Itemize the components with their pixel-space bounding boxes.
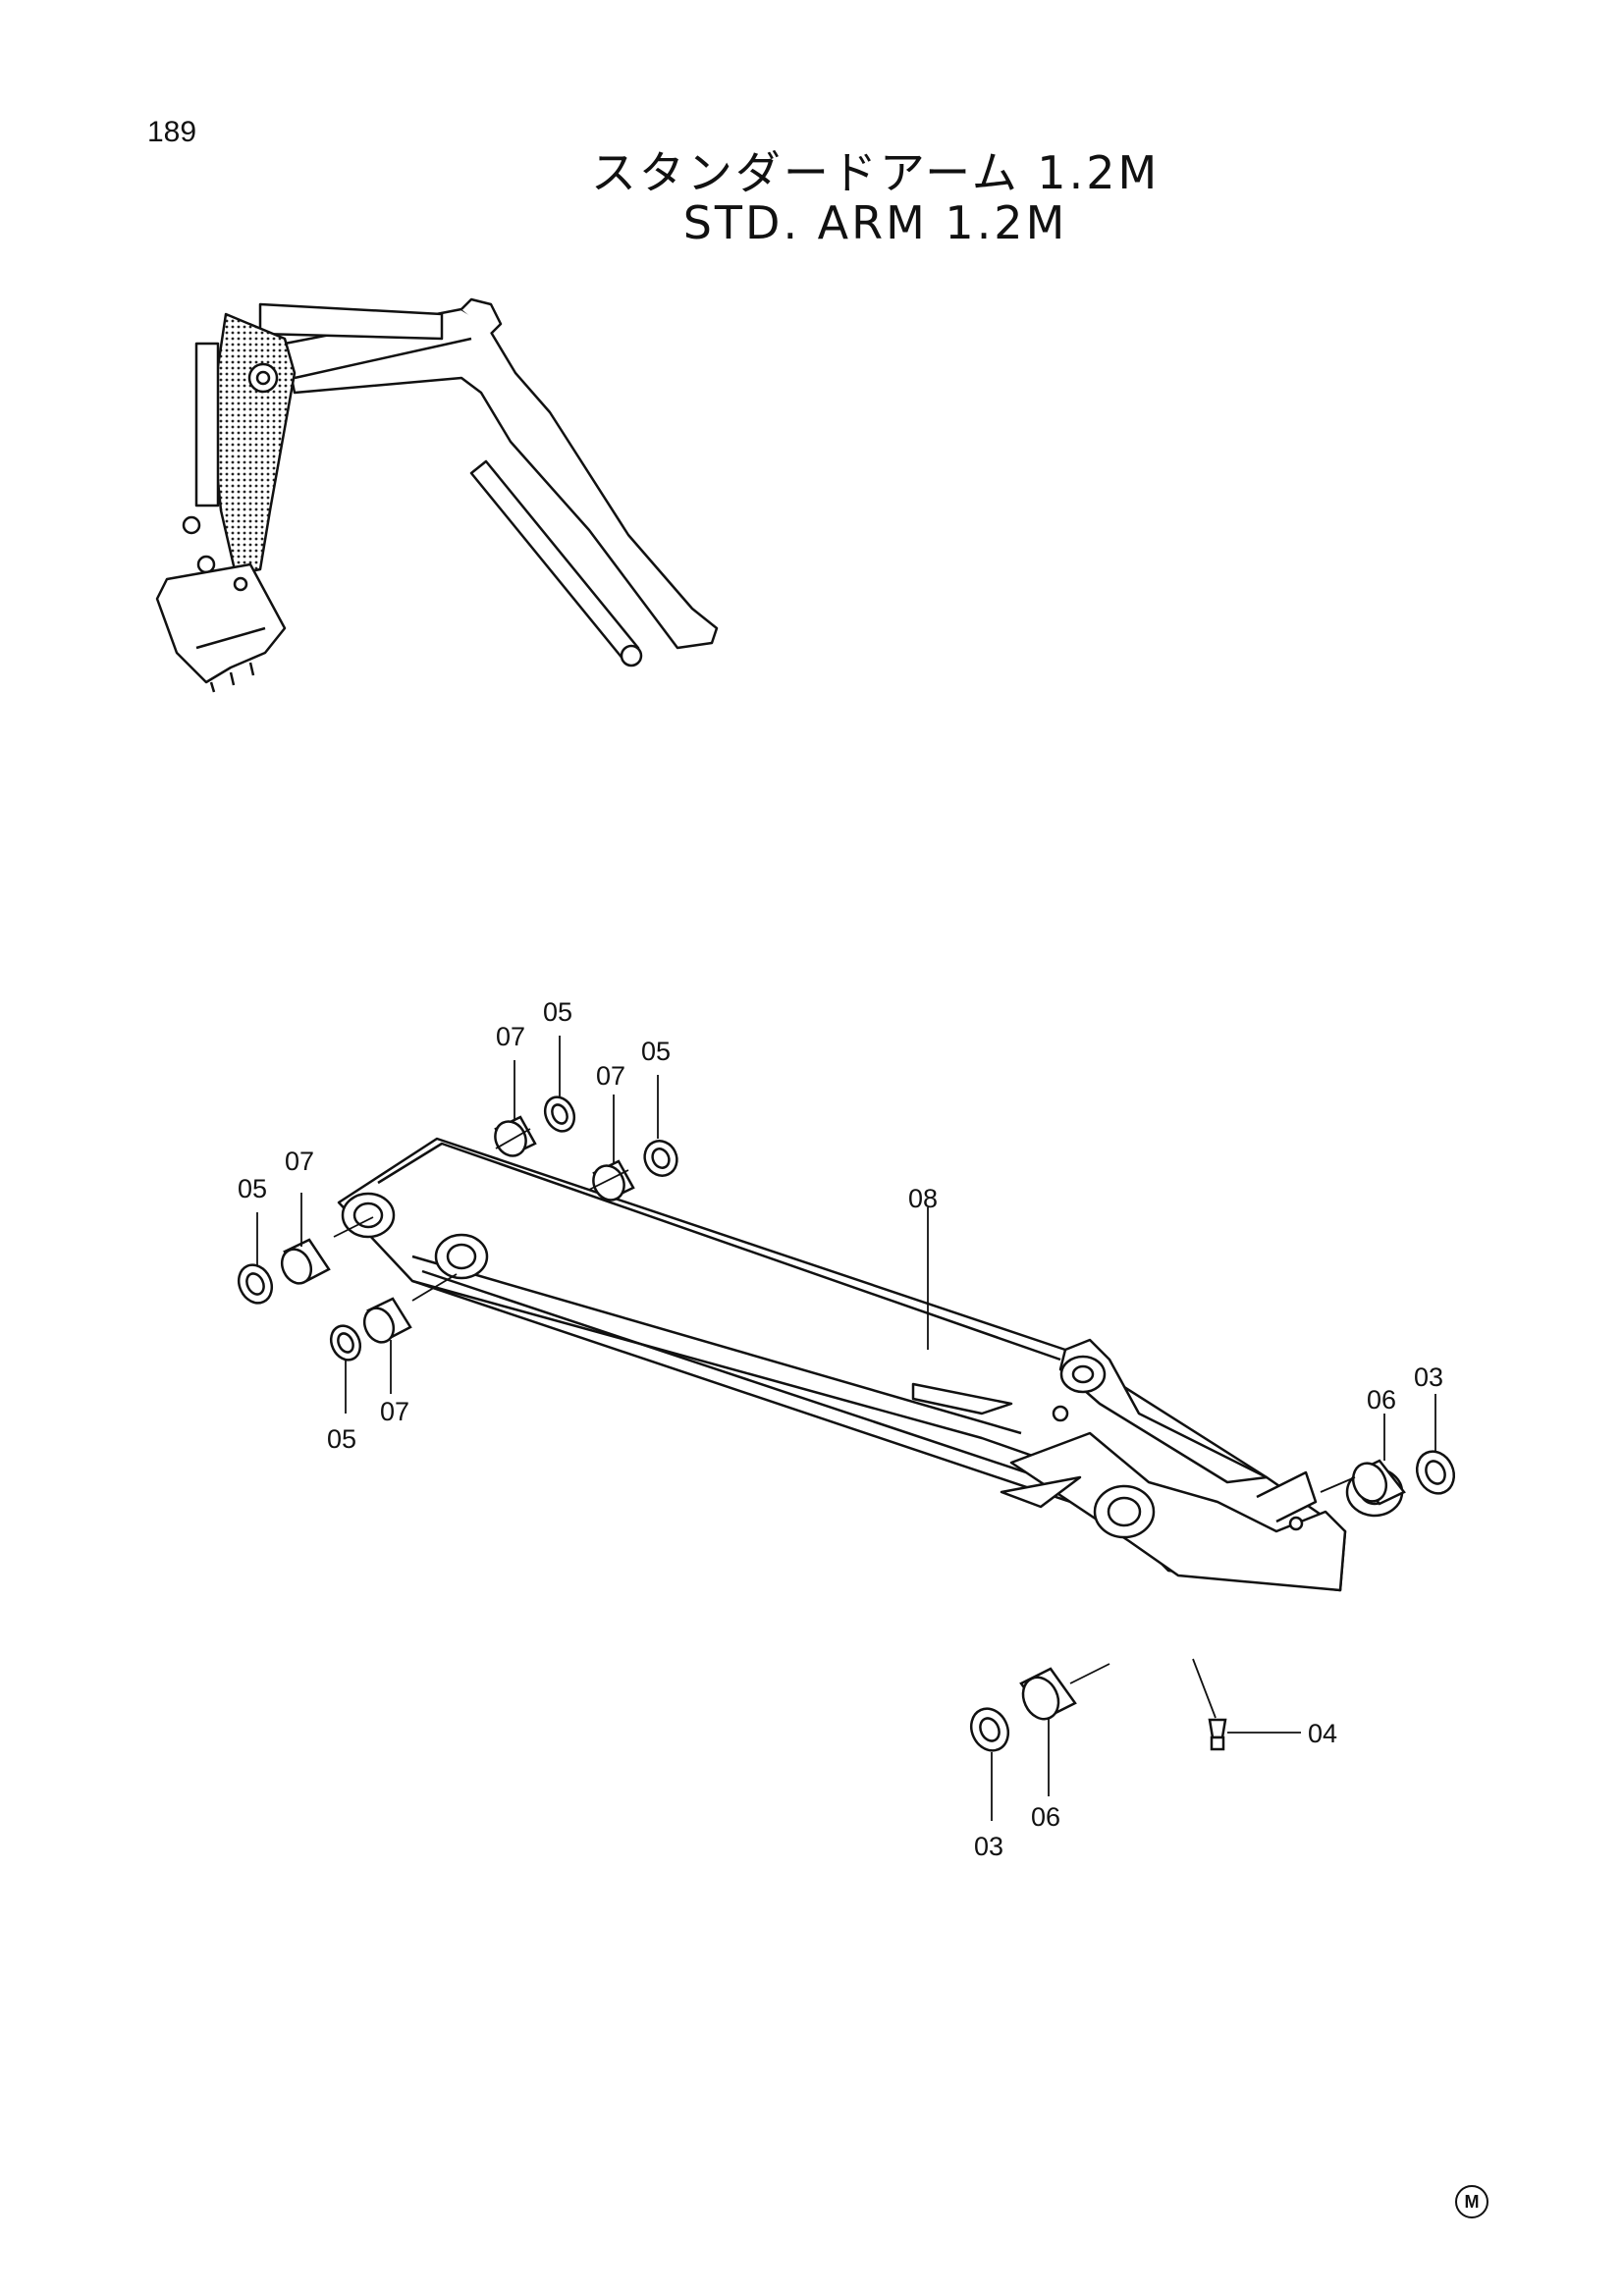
seal-03-right	[1415, 1450, 1456, 1495]
callout-04-fitting: 04	[1308, 1719, 1337, 1748]
callout-07-left-bottom: 07	[380, 1397, 409, 1426]
arm-assembly	[337, 1137, 1404, 1592]
callout-07-left-top: 07	[285, 1147, 314, 1176]
callout-06-bottom: 06	[1031, 1802, 1060, 1832]
seal-05-left-top	[237, 1263, 274, 1305]
bushing-06-right	[1351, 1459, 1406, 1506]
callout-05-top-b: 05	[641, 1037, 671, 1066]
bushing-07-top-b	[592, 1159, 635, 1201]
seal-05-top-b	[643, 1140, 678, 1177]
callout-07-top-b: 07	[596, 1061, 625, 1091]
callout-06-right: 06	[1367, 1385, 1396, 1415]
callout-05-top-a: 05	[543, 997, 572, 1027]
bushings-and-seals	[237, 1095, 1456, 1752]
page-title-english: STD. ARM 1.2M	[682, 196, 1068, 249]
bushing-07-left-top	[280, 1238, 331, 1285]
callout-05-left-bottom: 05	[327, 1424, 356, 1454]
excavator-arm-overview-icon	[155, 297, 719, 693]
footer-mark: M	[1455, 2185, 1488, 2218]
seal-05-top-a	[543, 1095, 576, 1133]
bushing-07-left-bottom	[362, 1297, 412, 1344]
callout-07-top-a: 07	[496, 1022, 525, 1051]
page-title-japanese: スタンダードアーム 1.2M	[590, 146, 1161, 199]
page-number: 189	[147, 116, 197, 148]
bushing-06-bottom	[1019, 1667, 1077, 1721]
callout-08-arm: 08	[908, 1184, 938, 1213]
seal-03-bottom	[969, 1707, 1010, 1752]
seal-05-left-bottom	[329, 1324, 362, 1362]
callout-labels: 05 07 07 05 05 07 05 07 08 06 03 04 06 0…	[238, 997, 1443, 1861]
grease-fitting-04	[1208, 1718, 1227, 1751]
callout-03-right: 03	[1414, 1362, 1443, 1392]
bushing-07-top-a	[494, 1115, 537, 1157]
callout-03-bottom: 03	[974, 1832, 1003, 1861]
leader-lines	[256, 1036, 1436, 1821]
callout-05-left: 05	[238, 1174, 267, 1203]
